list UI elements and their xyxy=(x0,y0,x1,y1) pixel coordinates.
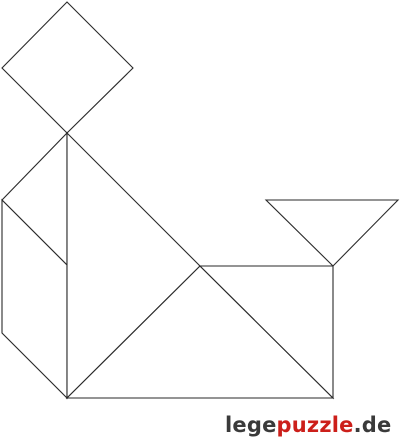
tangram-medium-triangle xyxy=(198,265,334,400)
legepuzzle-logo: legepuzzle.de xyxy=(225,410,395,440)
tangram-small-triangle-tail xyxy=(264,199,400,267)
logo-part-domain: .de xyxy=(353,413,392,437)
logo-part-puzzle: puzzle xyxy=(276,413,354,437)
logo-part-lege: lege xyxy=(225,413,277,437)
tangram-square xyxy=(1,1,134,134)
